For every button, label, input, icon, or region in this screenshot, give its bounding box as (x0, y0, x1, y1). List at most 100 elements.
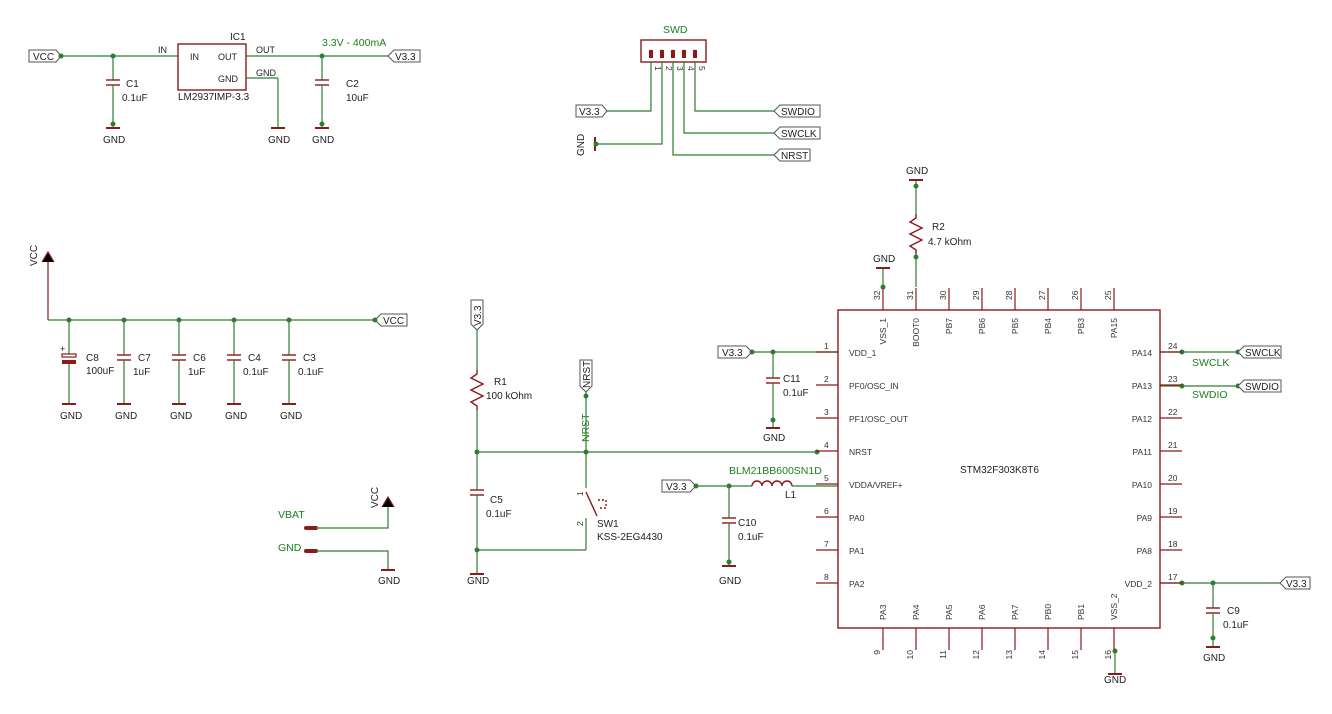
mcu-pin-name-11: PA5 (944, 604, 954, 620)
c9-value: 0.1uF (1223, 620, 1249, 631)
mcu-swdio-label (1237, 379, 1282, 393)
sw1-ref: SW1 (597, 519, 619, 530)
decoupling-bank: VCC VCC + C8 100uF GND C7 1uF GND (29, 245, 408, 422)
gnd-net-label: GND (278, 542, 302, 554)
rail-label: 3.3V - 400mA (322, 37, 386, 49)
mcu-pin-name-26: PB3 (1076, 318, 1086, 334)
swd-nrst-text: NRST (781, 151, 808, 162)
l1-ref: L1 (785, 490, 797, 501)
mcu-pin-name-17: VDD_2 (1125, 579, 1153, 589)
mcu-pin-num-8: 8 (824, 572, 829, 582)
swd-pin-5: 5 (697, 66, 707, 71)
swclk-net-label: SWCLK (1192, 357, 1229, 369)
svg-text:+: + (60, 344, 65, 354)
mcu-part: STM32F303K8T6 (960, 465, 1039, 476)
mcu-body (837, 309, 1161, 629)
ic1-pin-out-label: OUT (256, 45, 276, 55)
vdd1-v33-label (717, 345, 753, 359)
v33-output-label (387, 49, 421, 63)
mcu-pin-num-31: 31 (905, 290, 915, 300)
mcu-power-section: V3.3 C11 0.1uF GND V3.3 BLM21BB600SN1D L… (661, 166, 1311, 686)
mcu-pin-num-24: 24 (1168, 341, 1178, 351)
c7-value: 1uF (133, 367, 150, 378)
vcc-input-label (28, 49, 62, 63)
mcu-pin-name-23: PA13 (1132, 381, 1152, 391)
reset-section: V3.3 R1 100 kOhm C5 0.1uF GND NRST NRST … (467, 299, 820, 587)
ic1-body (177, 43, 247, 91)
mcu-pin-name-21: PA11 (1132, 447, 1152, 457)
c11-ref: C11 (783, 374, 801, 385)
c5-value: 0.1uF (486, 509, 512, 520)
mcu-pin-name-12: PA6 (977, 604, 987, 620)
mcu-pin-num-1: 1 (824, 341, 829, 351)
regulator-section: VCC IN IC1 IN OUT GND LM2937IMP-3.3 OUT … (28, 32, 421, 146)
mcu-pin-num-27: 27 (1037, 290, 1047, 300)
reset-nrst-text: NRST (582, 361, 593, 388)
mcu-pin-name-5: VDDA/VREF+ (849, 480, 903, 490)
mcu-pin-name-31: BOOT0 (911, 318, 921, 347)
ic1-pin-gnd-label: GND (256, 68, 277, 78)
r1-value: 100 kOhm (486, 391, 532, 402)
gnd-c3: GND (280, 411, 302, 422)
mcu-pin-name-14: PB0 (1043, 604, 1053, 620)
swd-v33-label (575, 104, 608, 118)
mcu-pin-num-13: 13 (1004, 650, 1014, 660)
mcu-pin-num-4: 4 (824, 440, 829, 450)
swd-swdio-label (773, 104, 821, 118)
mcu-pin-num-15: 15 (1070, 650, 1080, 660)
c6-value: 1uF (188, 367, 205, 378)
gnd-r2: GND (906, 166, 928, 177)
swd-swclk-text: SWCLK (781, 129, 817, 140)
gnd-ic1: GND (268, 135, 290, 146)
vcc-rail-text: VCC (29, 245, 40, 266)
ic1-out-text: OUT (218, 52, 238, 62)
gnd-c2: GND (312, 135, 334, 146)
vdda-v33-text: V3.3 (666, 482, 687, 493)
mcu-pin-num-17: 17 (1168, 572, 1178, 582)
mcu-pin-name-13: PA7 (1010, 604, 1020, 620)
c10-ref: C10 (738, 518, 757, 529)
gnd-c11: GND (763, 433, 785, 444)
mcu-pin-num-21: 21 (1168, 440, 1178, 450)
reset-nrst-label (579, 359, 593, 393)
mcu-pin-num-30: 30 (938, 290, 948, 300)
mcu-pin-num-3: 3 (824, 407, 829, 417)
vcc-bank-label (374, 313, 408, 327)
c4-ref: C4 (248, 353, 261, 364)
mcu-pin-num-20: 20 (1168, 473, 1178, 483)
swd-pin-2: 2 (664, 66, 674, 71)
reset-v33-text: V3.3 (473, 305, 484, 326)
mcu-pin-name-9: PA3 (878, 604, 888, 620)
gnd-reset: GND (467, 576, 489, 587)
mcu-pin-name-27: PB4 (1043, 318, 1053, 334)
ic1-gnd-text: GND (218, 74, 239, 84)
c1-ref: C1 (126, 79, 139, 90)
gnd-c8: GND (60, 411, 82, 422)
mcu-pin-num-14: 14 (1037, 650, 1047, 660)
mcu-pin-num-12: 12 (971, 650, 981, 660)
gnd-c6: GND (170, 411, 192, 422)
mcu-pin-name-8: PA2 (849, 579, 865, 589)
mcu-pin-num-16: 16 (1103, 650, 1113, 660)
mcu-pin-name-25: PA15 (1109, 318, 1119, 338)
c1-value: 0.1uF (122, 93, 148, 104)
mcu-pin-name-1: VDD_1 (849, 348, 877, 358)
mcu-pin-name-2: PF0/OSC_IN (849, 381, 899, 391)
mcu-pin-name-6: PA0 (849, 513, 865, 523)
mcu-pins: 1VDD_12PF0/OSC_IN3PF1/OSC_OUT4NRST5VDDA/… (816, 288, 1182, 659)
gnd-c4: GND (225, 411, 247, 422)
mcu-pin-num-26: 26 (1070, 290, 1080, 300)
c7-ref: C7 (138, 353, 151, 364)
mcu-pin-name-29: PB6 (977, 318, 987, 334)
mcu-pin-name-15: PB1 (1076, 604, 1086, 620)
ic1-part: LM2937IMP-3.3 (178, 92, 250, 103)
mcu-pin-num-7: 7 (824, 539, 829, 549)
gnd-c7: GND (115, 411, 137, 422)
vdda-v33-label (661, 479, 697, 493)
ic1-pin-in-label: IN (158, 45, 167, 55)
mcu-pin-num-5: 5 (824, 473, 829, 483)
mcu-pin-name-10: PA4 (911, 604, 921, 620)
mcu-pin-num-32: 32 (872, 290, 882, 300)
mcu-pin-name-4: NRST (849, 447, 872, 457)
